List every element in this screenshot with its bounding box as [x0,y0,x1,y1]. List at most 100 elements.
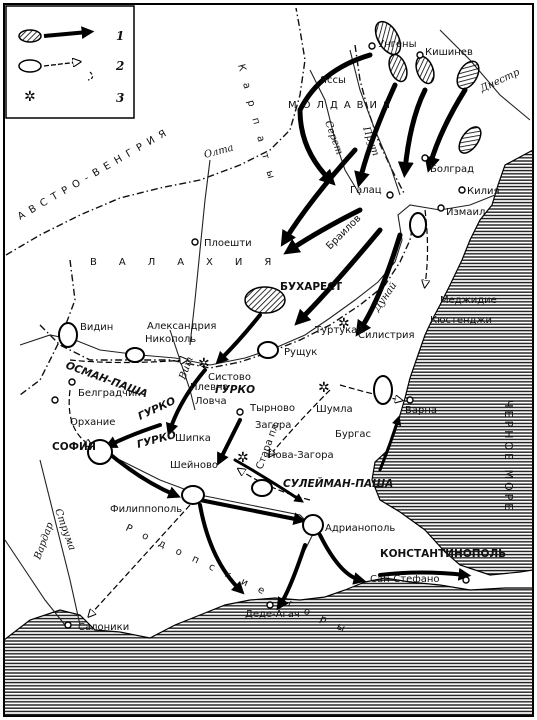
advance-arrow [276,543,307,611]
army-marker [125,347,145,363]
russia-border [354,44,406,196]
city-shumla-label: Шумла [316,404,353,415]
advance-arrow [378,415,402,472]
city-sheinovo-label: Шейново [170,460,218,471]
region-moldavia: МОЛДАВИЯ [288,100,396,111]
black-sea [371,148,534,576]
advance-arrow [104,423,162,448]
city-lovcha-label: Ловча [195,396,227,407]
austria-hungary-border [5,7,306,256]
battle-star-icon: ✲ [24,89,36,105]
commander-gurko-label-2: ГУРКО [215,384,255,396]
legend: 1 2 ✲ 3 [5,5,135,119]
city-silistriya-label: Силистрия [358,330,415,341]
city-izmail-label: Измаил [446,207,485,218]
legend-item-2: 2 [18,59,124,81]
city-filippopol-label: Филиппополь [110,504,182,515]
army-marker [87,439,113,465]
city-turtukay-label: Туртукай [314,325,364,336]
region-black-sea: ЧЕРНОЕ МОРЕ [502,400,515,513]
city-ruschuk-label: Рущук [284,347,317,358]
army-marker [58,322,78,348]
city-ploeshti-label: Плоешти [204,238,252,249]
advance-arrow [217,418,242,466]
army-marker [244,286,286,314]
city-sofia-label: СОФИЯ [52,441,96,453]
city-plevna-label: Плевна [190,382,229,393]
army-marker [374,20,402,56]
legend-number-2: 2 [115,59,124,73]
city-nova-zagora-label: Нова-Загора [268,450,334,461]
hollow-arrow-icon [43,62,78,66]
advance-arrow [198,498,307,526]
russian-army-icon [18,29,42,43]
advance-arrow [318,533,367,585]
advance-arrow [233,458,304,503]
city-bolgrad-label: Болград [430,164,474,175]
legend-item-1: 1 [18,26,124,43]
city-marker-saloniki [64,621,72,629]
city-ungeny-label: Унгены [378,39,416,50]
vit-river [169,329,196,411]
city-tyrnovo-label: Тырново [249,403,295,414]
dniester-river [439,29,531,121]
army-marker [302,514,324,536]
seret-river [309,69,361,196]
advance-arrow [165,368,207,437]
army-marker [373,375,393,405]
danube-border [39,214,416,369]
advance-arrow [215,313,262,365]
city-iassy-label: Яссы [320,75,346,86]
army-marker [456,60,480,90]
city-dede-agach-label: Деде-Агач [245,609,300,620]
city-marker-izmail [437,204,445,212]
city-galats-label: Галац [350,185,382,196]
advance-arrow [424,87,468,173]
city-belgradchik-label: Белградчик [78,388,141,399]
city-vidin-label: Видин [80,322,113,333]
turkish-arrow [69,360,185,363]
city-adrianopol-label: Адрианополь [325,523,395,534]
danube-river [19,194,496,366]
vardar-river [4,539,66,626]
city-marker-kiliya [458,186,466,194]
battle-star-icon: ✲ [338,316,350,332]
city-shipka-label: Шипка [175,433,211,444]
city-nikopol-label: Никополь [145,334,196,345]
city-marker-ungeny [368,42,376,50]
city-marker-kishinev [416,51,424,59]
army-marker [388,53,408,83]
city-san-stefano-label: Сан-Стефано [370,574,440,585]
russian-advances [103,52,472,611]
city-sistovo-label: Систово [208,372,251,383]
city-konstantinopol-label: КОНСТАНТИНОПОЛЬ [380,548,506,560]
advance-arrow [198,503,245,595]
city-marker-belgradchik [68,378,76,386]
advance-arrow [397,87,428,178]
city-marker-san-stefano [462,576,470,584]
battle-star-icon: ✲ [198,356,210,372]
city-aleksandriya-label: Александрия [147,321,216,332]
city-marker-dede-agach [266,601,274,609]
advance-arrow [297,52,373,186]
city-marker-galats [386,191,394,199]
city-markers [51,42,470,629]
city-bukharest-label: БУХАРЕСТ [280,281,343,293]
advance-arrow [354,82,398,188]
advance-arrow [355,232,403,337]
city-marker-bolgrad [421,154,429,162]
city-marker-orkhanie [51,396,59,404]
advance-arrow [280,147,358,247]
legend-number-3: 3 [116,91,124,105]
army-marker [257,341,279,359]
battle-star-icon: ✲ [237,450,249,466]
city-burgas-label: Бургас [335,429,371,440]
city-marker-tyrnovo [236,408,244,416]
army-marker [181,485,205,505]
city-varna-label: Варна [405,405,437,416]
turkish-armies [58,212,427,536]
turkish-arrow [90,504,191,615]
army-marker [409,212,427,238]
